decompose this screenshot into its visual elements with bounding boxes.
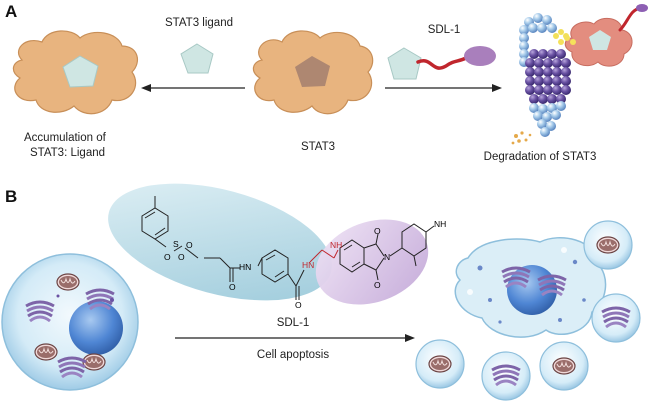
apoptotic-body-2: [591, 293, 641, 343]
sdl1-protac: [387, 46, 496, 80]
proteasome-subunit: [556, 101, 566, 111]
proteasome-subunit: [534, 67, 544, 77]
proteasome-subunit: [538, 49, 548, 59]
proteasome-subunit: [540, 127, 550, 137]
proteasome: [519, 13, 571, 137]
stat3-center: [252, 30, 374, 115]
sdl1-label-top: SDL-1: [427, 24, 461, 36]
stat3-ligand-label: STAT3 ligand: [165, 17, 233, 29]
atom-o5: O: [295, 300, 302, 310]
atom-s: S: [173, 239, 179, 249]
proteasome-subunit: [519, 41, 529, 51]
proteasome-subunit: [552, 85, 562, 95]
atom-nh2: NH: [434, 219, 447, 229]
proteasome-subunit: [561, 76, 571, 86]
cell-apoptosis-label: Cell apoptosis: [256, 349, 330, 361]
atom-o7: O: [374, 280, 381, 290]
proteasome-subunit: [561, 58, 571, 68]
proteasome-subunit: [552, 58, 562, 68]
proteasome-subunit: [529, 49, 539, 59]
proteasome-subunit: [542, 112, 552, 122]
arrow-left: [141, 84, 245, 92]
proteasome-subunit: [556, 49, 566, 59]
proteasome-subunit: [561, 85, 571, 95]
degraded-fragments: [511, 131, 532, 145]
proteasome-subunit: [533, 13, 543, 23]
proteasome-subunit: [547, 49, 557, 59]
degradation-caption: Degradation of STAT3: [483, 151, 597, 163]
proteasome-subunit: [519, 25, 529, 35]
proteasome-subunit: [525, 76, 535, 86]
apoptotic-body-5: [539, 341, 589, 391]
proteasome-subunit: [529, 94, 539, 104]
atom-o4: O: [229, 282, 236, 292]
stat3-ligand-moiety-highlight: [108, 183, 332, 301]
proteasome-subunit: [528, 23, 538, 33]
proteasome-subunit: [529, 103, 539, 113]
atom-nh: NH: [330, 240, 343, 250]
sdl1-stat3-warhead: [387, 47, 422, 80]
proteasome-subunit: [552, 67, 562, 77]
sdl1-e3-ligand: [464, 46, 496, 66]
stat3-caption: STAT3: [300, 141, 336, 153]
apoptotic-body-3: [415, 339, 465, 389]
atom-o6: O: [374, 226, 381, 236]
apoptotic-body-1: [583, 220, 633, 270]
proteasome-subunit: [534, 58, 544, 68]
proteasome-subunit: [543, 58, 553, 68]
atom-o3: O: [178, 252, 185, 262]
proteasome-subunit: [538, 104, 548, 114]
stat3-ligand-complex: [12, 30, 139, 115]
apoptotic-cell: [454, 237, 607, 338]
proteasome-subunit: [552, 76, 562, 86]
proteasome-subunit: [537, 23, 547, 33]
proteasome-subunit: [547, 94, 557, 104]
proteasome-subunit: [556, 94, 566, 104]
sdl1-label-bottom: SDL-1: [276, 317, 310, 329]
panel-a-label: A: [5, 2, 18, 21]
proteasome-subunit: [543, 67, 553, 77]
atom-o1: O: [186, 240, 193, 250]
e3-ligase-complex: [558, 4, 648, 67]
proteasome-subunit: [551, 110, 561, 120]
proteasome-subunit: [542, 15, 552, 25]
proteasome-subunit: [525, 58, 535, 68]
stat3-binding-pocket: [295, 56, 330, 87]
healthy-cell: [1, 253, 139, 391]
accumulation-caption-line1: Accumulation of: [24, 132, 106, 144]
proteasome-subunit: [519, 33, 529, 43]
ubiquitin-chain: [553, 29, 569, 39]
proteasome-subunit: [525, 85, 535, 95]
sdl1-chemical-structure: [141, 196, 435, 300]
arrow-apoptosis: [175, 334, 415, 342]
e3-ligand-moiety-highlight: [315, 219, 429, 305]
proteasome-subunit: [547, 23, 557, 33]
proteasome-subunit: [525, 67, 535, 77]
panel-b-label: B: [5, 187, 18, 206]
ligand-in-stat3: [62, 55, 99, 88]
apoptotic-body-4: [481, 351, 531, 401]
proteasome-subunit: [543, 76, 553, 86]
stat3-ligand-free: [180, 43, 214, 74]
proteasome-subunit: [561, 67, 571, 77]
sdl1-linker: [416, 56, 468, 70]
proteasome-subunit: [543, 85, 553, 95]
atom-o2: O: [164, 252, 171, 262]
proteasome-subunit: [519, 49, 529, 59]
atom-n: N: [384, 252, 391, 262]
proteasome-subunit: [537, 119, 547, 129]
proteasome-subunit: [533, 111, 543, 121]
proteasome-subunit: [538, 94, 548, 104]
proteasome-subunit: [534, 85, 544, 95]
healthy-cell-nucleus: [69, 301, 123, 355]
arrow-right: [385, 84, 502, 92]
proteasome-subunit: [534, 76, 544, 86]
atom-hn2: HN: [302, 260, 315, 270]
atom-hn1: HN: [239, 262, 252, 272]
accumulation-caption-line2: STAT3: Ligand: [30, 147, 106, 159]
